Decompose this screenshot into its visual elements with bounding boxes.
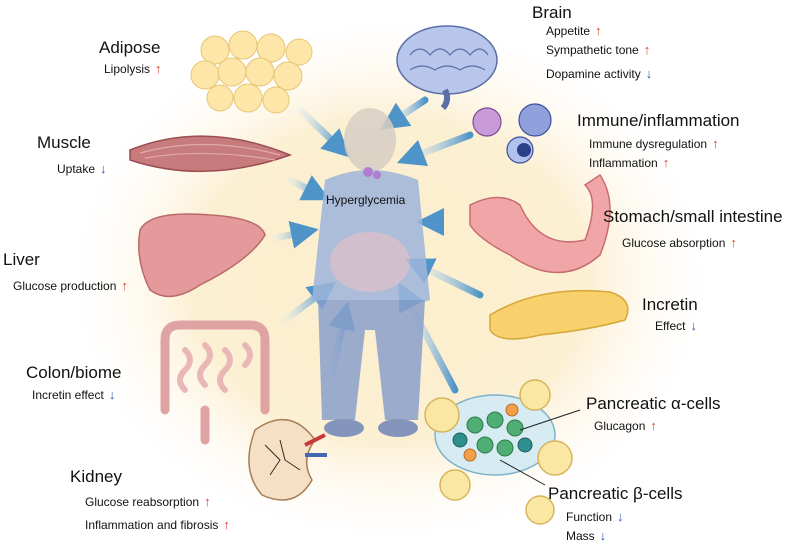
decrease-arrow-icon: ↓ (690, 318, 697, 333)
increase-arrow-icon: ↑ (223, 517, 230, 532)
colon-effect-incretin: Incretin effect↓ (32, 387, 116, 402)
muscle-illustration (129, 135, 293, 173)
liver-effect-glucose-production: Glucose production↑ (13, 278, 128, 293)
decrease-arrow-icon: ↓ (108, 387, 116, 402)
stomach-effect-absorption: Glucose absorption↑ (622, 235, 737, 250)
increase-arrow-icon: ↑ (662, 155, 670, 170)
increase-arrow-icon: ↑ (155, 61, 162, 76)
islet-cell-clusters (424, 379, 573, 525)
arrow-incretin (405, 258, 484, 299)
decrease-arrow-icon: ↓ (645, 66, 653, 81)
brain-effect-appetite: Appetite↑ (546, 23, 602, 38)
islet-callout-lines (499, 409, 581, 486)
adipose-illustration (190, 30, 313, 114)
increase-arrow-icon: ↑ (204, 494, 211, 509)
brain-effect-sympathetic-tone: Sympathetic tone↑ (546, 42, 651, 57)
decrease-arrow-icon: ↓ (100, 161, 107, 176)
arrow-immune (396, 131, 474, 167)
muscle-title: Muscle (37, 133, 91, 152)
kidney-effect-fibrosis: Inflammation and fibrosis↑ (85, 517, 230, 532)
stomach-title: Stomach/small intestine (603, 207, 783, 226)
increase-arrow-icon: ↑ (595, 23, 602, 38)
incretin-title: Incretin (642, 295, 698, 314)
decrease-arrow-icon: ↓ (599, 528, 607, 543)
brain-title: Brain (532, 3, 572, 22)
liver-illustration (138, 213, 266, 298)
increase-arrow-icon: ↑ (643, 42, 651, 57)
adipose-effect-lipolysis: Lipolysis↑ (104, 61, 162, 76)
liver-title: Liver (3, 250, 40, 269)
colon-illustration (160, 320, 270, 445)
kidney-illustration (248, 418, 327, 501)
beta-cells-effect-mass: Mass↓ (566, 528, 607, 543)
human-figure (312, 108, 430, 437)
islet-illustration (434, 394, 556, 476)
arrow-muscle (286, 175, 331, 201)
decrease-arrow-icon: ↓ (617, 509, 624, 524)
incretin-effect: Effect↓ (655, 318, 697, 333)
brain-effect-dopamine: Dopamine activity↓ (546, 66, 653, 81)
alpha-cells-effect-glucagon: Glucagon↑ (594, 418, 657, 433)
center-label-hyperglycemia: Hyperglycemia (326, 193, 406, 207)
arrow-brain (380, 96, 429, 130)
colon-title: Colon/biome (26, 363, 122, 382)
stomach-illustration (469, 173, 611, 274)
immune-effect-inflammation: Inflammation↑ (589, 155, 670, 170)
arrow-liver (271, 221, 319, 249)
kidney-title: Kidney (70, 467, 122, 486)
brain-illustration (396, 25, 498, 110)
muscle-effect-uptake: Uptake↓ (57, 161, 107, 176)
pancreas-illustration (489, 289, 629, 340)
increase-arrow-icon: ↑ (730, 235, 737, 250)
immune-title: Immune/inflammation (577, 111, 740, 130)
increase-arrow-icon: ↑ (121, 278, 128, 293)
immune-cells-illustration (472, 103, 552, 164)
immune-effect-dysregulation: Immune dysregulation↑ (589, 136, 719, 151)
arrow-adipose (296, 106, 351, 158)
increase-arrow-icon: ↑ (712, 136, 719, 151)
kidney-effect-reabsorption: Glucose reabsorption↑ (85, 494, 211, 509)
beta-cells-title: Pancreatic β-cells (548, 484, 683, 503)
adipose-title: Adipose (99, 38, 161, 57)
beta-cells-effect-function: Function↓ (566, 509, 624, 524)
alpha-cells-title: Pancreatic α-cells (586, 394, 721, 413)
increase-arrow-icon: ↑ (650, 418, 657, 433)
